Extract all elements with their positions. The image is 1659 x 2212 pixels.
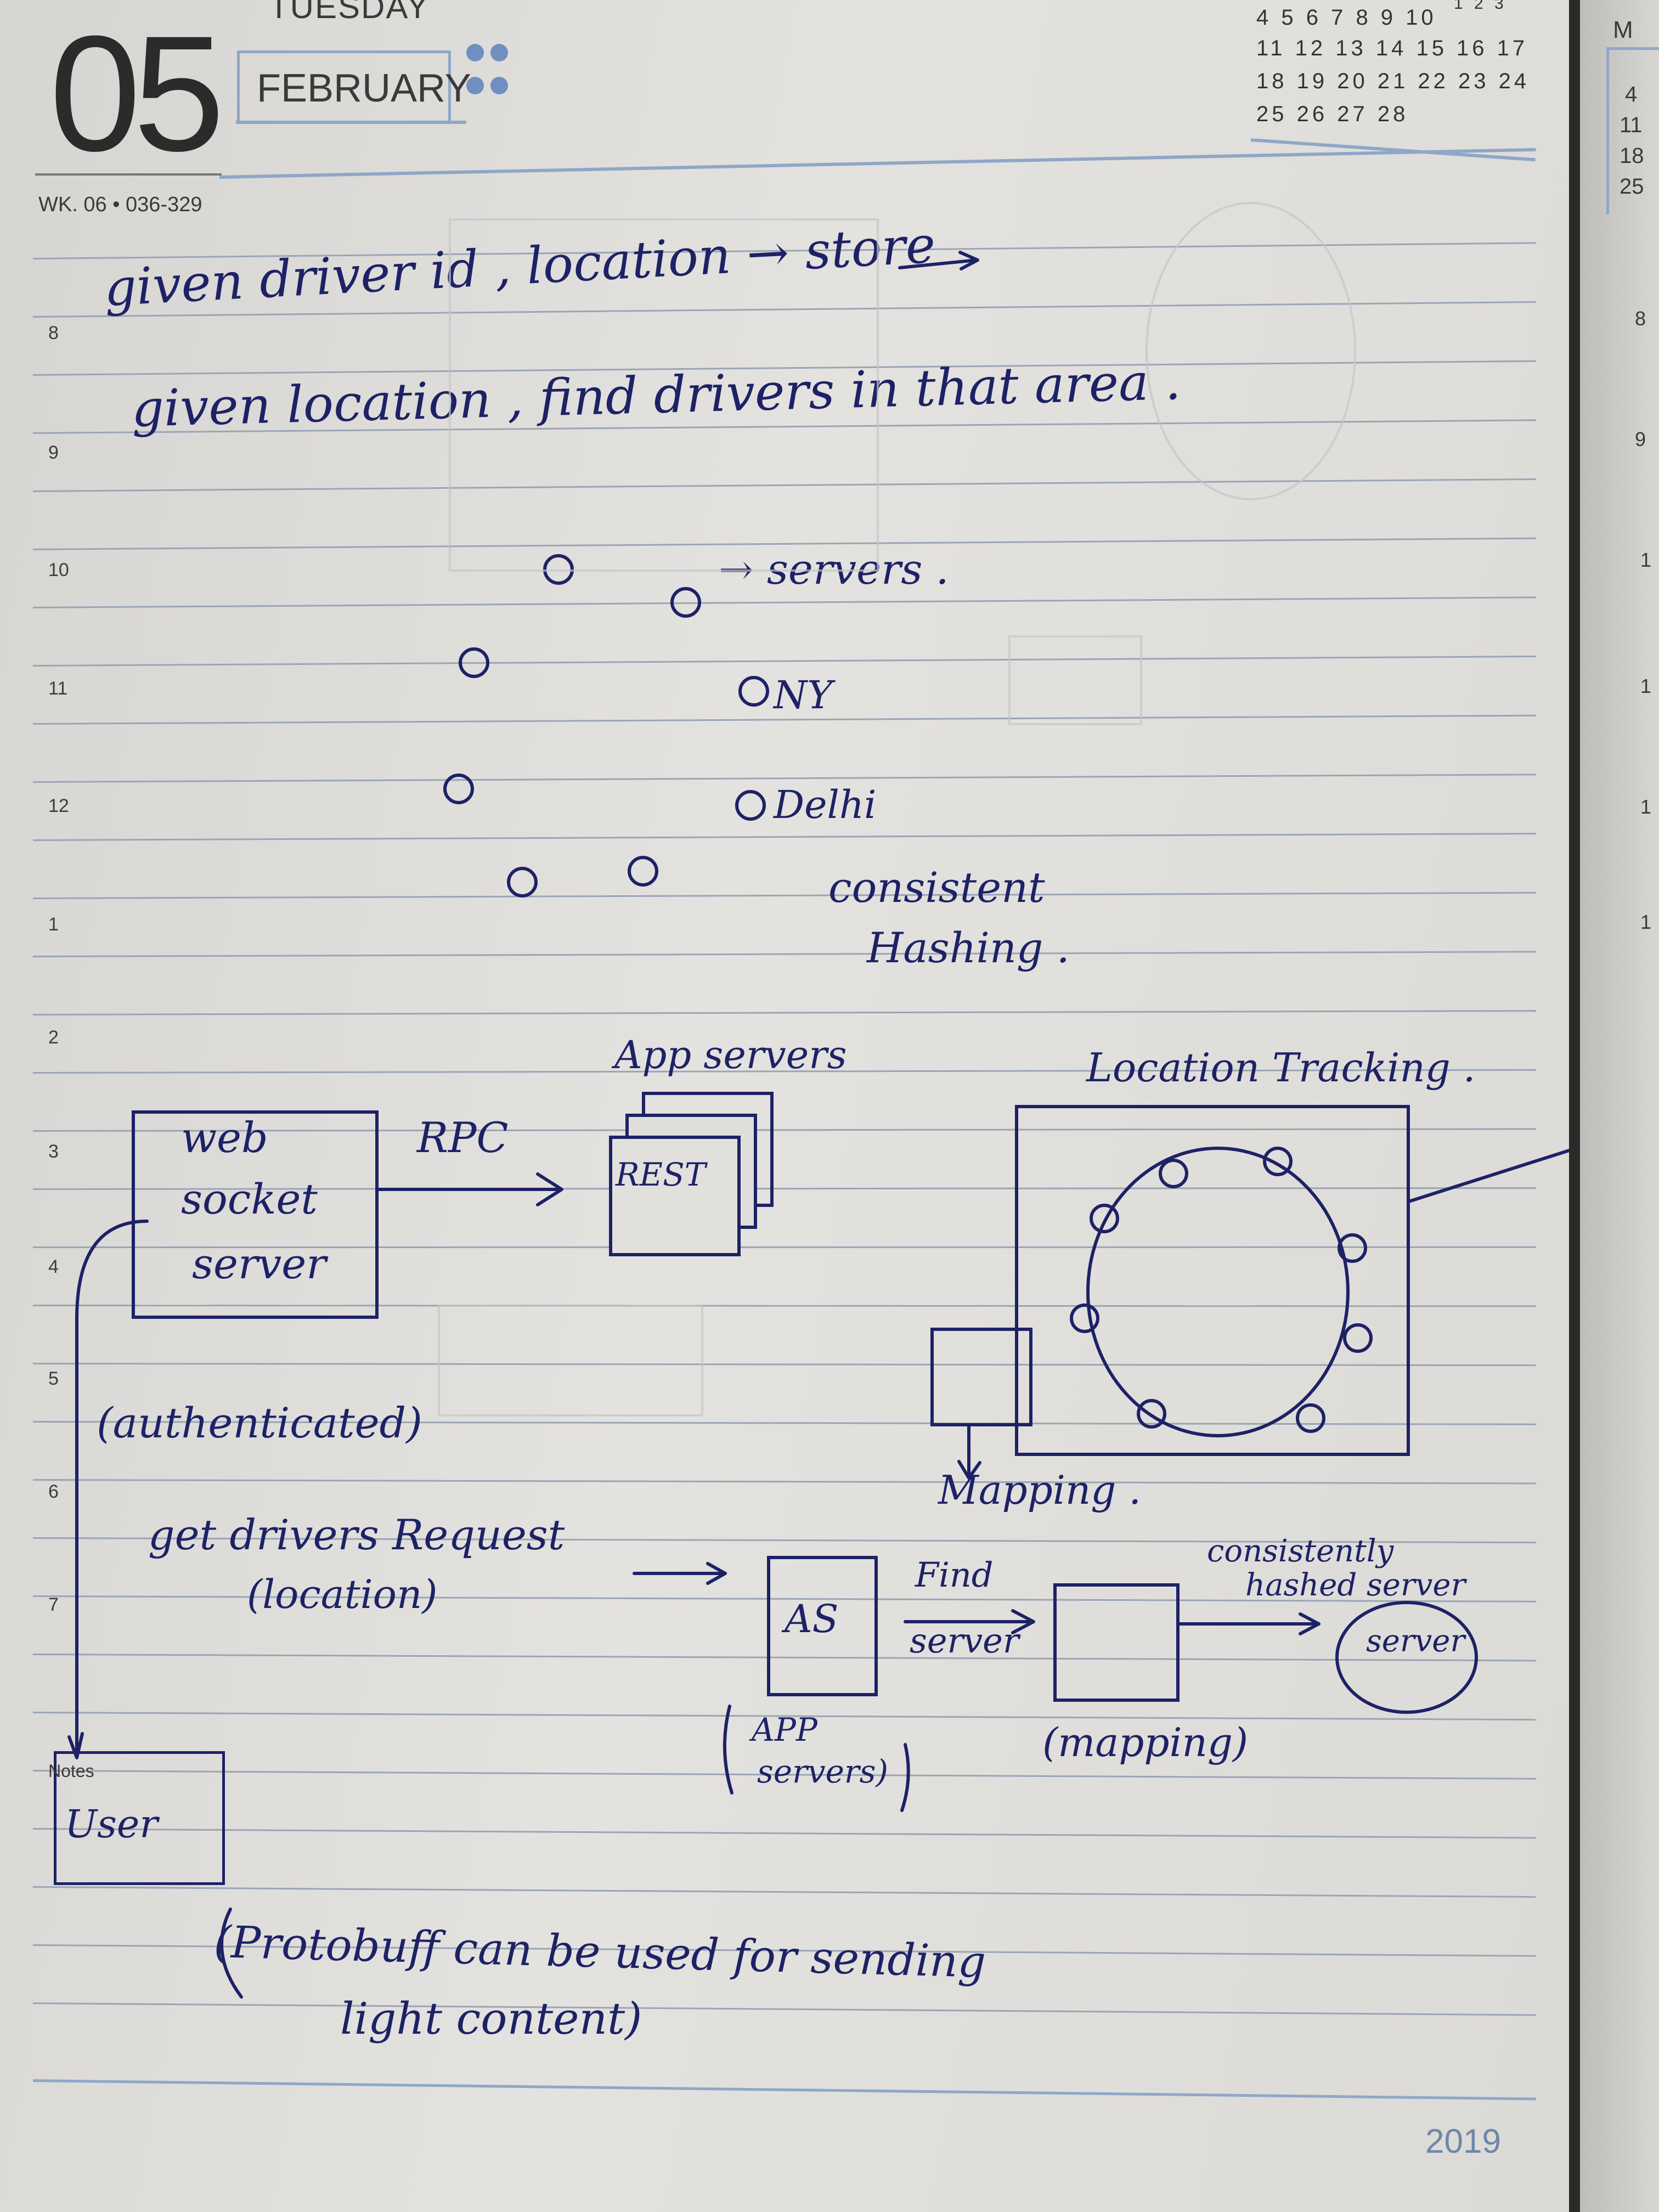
ring-node	[1263, 1147, 1293, 1176]
side-month-initial: M	[1613, 16, 1633, 43]
side-hour: 1	[1640, 549, 1652, 571]
ring-node	[1137, 1399, 1166, 1429]
side-hour: 1	[1640, 795, 1652, 818]
side-hour: 1	[1640, 675, 1652, 697]
side-hour: 9	[1635, 428, 1646, 450]
location-tracking-box	[1015, 1105, 1410, 1456]
app-servers-label: App servers	[614, 1032, 847, 1077]
side-frame	[1606, 47, 1659, 215]
ring-node	[1159, 1159, 1188, 1188]
mapping-box	[1053, 1583, 1180, 1702]
hour-label: 9	[48, 442, 59, 463]
servers-label: → servers .	[719, 545, 949, 594]
header-underline	[35, 173, 222, 176]
server-word-label: server	[910, 1621, 1019, 1661]
find-label: Find	[915, 1555, 994, 1595]
rpc-label: RPC	[417, 1113, 509, 1162]
server-node	[670, 587, 701, 618]
ring-node	[1343, 1323, 1373, 1353]
adjacent-page: M 4 11 18 25 8 9 1 1 1 1	[1580, 0, 1659, 2212]
consistent-label: consistent	[828, 863, 1045, 912]
hash-ring	[1086, 1147, 1350, 1437]
location-tracking-label: Location Tracking .	[1086, 1045, 1476, 1091]
hour-label: 7	[48, 1594, 59, 1615]
hour-label: 2	[48, 1027, 59, 1048]
diagram-connectors	[67, 202, 1569, 1999]
get-drivers-label: get drivers Request	[148, 1510, 565, 1559]
week-label: WK. 06 • 036-329	[38, 193, 202, 216]
ring-node	[1296, 1403, 1325, 1433]
user-label: User	[65, 1802, 158, 1847]
mini-cal-row: 18 19 20 21 22 23 24	[1256, 69, 1530, 93]
hour-label: 8	[48, 323, 59, 343]
user-box	[54, 1751, 225, 1885]
delhi-label: Delhi	[774, 782, 877, 827]
authenticated-label: (authenticated)	[97, 1398, 422, 1447]
side-hour: 1	[1640, 911, 1652, 933]
rest-label: REST	[616, 1156, 706, 1193]
hour-label: 3	[48, 1141, 59, 1162]
year-label: 2019	[1425, 2123, 1501, 2160]
diary-page: 05 TUESDAY FEBRUARY WK. 06 • 036-329 1 2…	[0, 0, 1569, 2212]
app-servers-paren: APP	[752, 1711, 817, 1748]
hour-label: 4	[48, 1256, 59, 1277]
nyc-label: NY	[774, 673, 833, 718]
hour-label: 5	[48, 1368, 59, 1389]
web-socket-label: web	[181, 1113, 268, 1162]
hashing-label: Hashing .	[867, 923, 1070, 972]
as-label: AS	[785, 1596, 839, 1641]
side-day: 25	[1620, 174, 1644, 199]
web-socket-label: server	[192, 1239, 326, 1288]
month-box	[237, 50, 451, 124]
server-node	[459, 647, 489, 678]
hour-label: 11	[48, 678, 68, 699]
ring-node	[1338, 1233, 1367, 1263]
server-circle-label: server	[1366, 1623, 1465, 1659]
server-node	[628, 856, 658, 887]
consistently-label: consistently	[1207, 1533, 1394, 1569]
mapping-box-small	[930, 1328, 1032, 1426]
mini-cal-row: 11 12 13 14 15 16 17	[1256, 36, 1528, 60]
as-box	[767, 1556, 878, 1696]
web-socket-label: socket	[181, 1175, 318, 1223]
notes-tag: Notes	[48, 1761, 94, 1781]
weekday-label: TUESDAY	[269, 0, 430, 25]
mapping-paren-label: (mapping)	[1042, 1719, 1249, 1765]
protobuf-note: light content)	[340, 1993, 642, 2044]
location-paren-label: (location)	[247, 1571, 438, 1617]
web-socket-server-box	[132, 1110, 379, 1319]
side-hour: 8	[1635, 307, 1646, 330]
hour-label: 1	[48, 914, 59, 935]
side-day: 4	[1625, 82, 1638, 106]
server-node	[738, 676, 769, 707]
month-label: FEBRUARY	[257, 66, 471, 110]
mini-cal-top-row: 1 2 3	[1454, 0, 1507, 13]
hashed-server-label: hashed server	[1245, 1567, 1466, 1603]
mapping-label: Mapping .	[938, 1467, 1142, 1513]
blue-dots	[466, 44, 516, 99]
app-servers-paren: servers)	[757, 1753, 889, 1790]
server-node	[735, 790, 766, 821]
day-number: 05	[49, 1, 225, 185]
mini-cal-row: 4 5 6 7 8 9 10	[1256, 5, 1437, 30]
rest-server-card	[609, 1136, 741, 1256]
server-node	[443, 774, 474, 804]
hour-label: 12	[48, 795, 69, 816]
mini-cal-row: 25 26 27 28	[1256, 102, 1409, 126]
server-node	[507, 867, 538, 898]
server-circle	[1335, 1601, 1478, 1714]
side-day: 18	[1620, 144, 1644, 168]
ring-node	[1090, 1204, 1119, 1233]
side-day: 11	[1620, 113, 1643, 137]
hour-label: 6	[48, 1481, 59, 1502]
ring-node	[1070, 1304, 1099, 1333]
hour-label: 10	[48, 560, 69, 580]
